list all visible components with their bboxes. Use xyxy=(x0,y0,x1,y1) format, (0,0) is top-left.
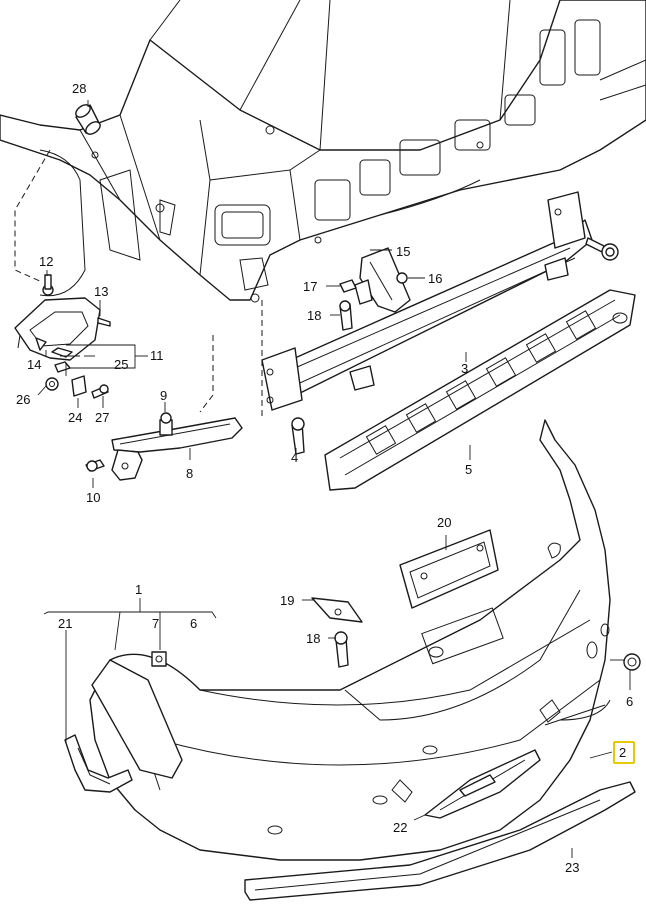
impact-beam-part-3 xyxy=(261,191,619,455)
label-18-upper[interactable]: 18 xyxy=(307,308,321,323)
diffuser-part-23 xyxy=(244,699,636,901)
side-guide-part-8 xyxy=(85,412,243,481)
bump-stop-part-28 xyxy=(75,104,101,135)
label-6-left[interactable]: 6 xyxy=(190,616,197,631)
label-1[interactable]: 1 xyxy=(135,582,142,597)
label-15[interactable]: 15 xyxy=(396,244,410,259)
center-bracket-part-15 xyxy=(339,247,411,331)
label-23[interactable]: 23 xyxy=(565,860,579,875)
clip-part-19 xyxy=(311,597,363,668)
insert-part-22 xyxy=(424,749,541,819)
left-cluster-fasteners xyxy=(45,375,109,399)
label-13[interactable]: 13 xyxy=(94,284,108,299)
label-27[interactable]: 27 xyxy=(95,410,109,425)
label-16[interactable]: 16 xyxy=(428,271,442,286)
label-17[interactable]: 17 xyxy=(303,279,317,294)
part-number-labels: 28 12 13 14 25 11 26 24 27 9 8 10 4 15 1… xyxy=(16,81,633,875)
bumper-cover-part-1 xyxy=(89,419,641,861)
label-28[interactable]: 28 xyxy=(72,81,86,96)
label-7[interactable]: 7 xyxy=(152,616,159,631)
label-25[interactable]: 25 xyxy=(114,357,128,372)
license-plate-holder-part-20 xyxy=(399,529,499,609)
assembly-line-12 xyxy=(14,149,51,283)
label-14[interactable]: 14 xyxy=(27,357,41,372)
selected-part-highlight[interactable] xyxy=(613,741,635,764)
label-22[interactable]: 22 xyxy=(393,820,407,835)
bumper-guide-bracket-left xyxy=(14,274,111,373)
label-21[interactable]: 21 xyxy=(58,616,72,631)
label-3[interactable]: 3 xyxy=(461,361,468,376)
label-11[interactable]: 11 xyxy=(150,348,164,363)
label-4[interactable]: 4 xyxy=(291,450,298,465)
rear-body-structure xyxy=(0,0,646,303)
label-9[interactable]: 9 xyxy=(160,388,167,403)
label-12[interactable]: 12 xyxy=(39,254,53,269)
label-6-right[interactable]: 6 xyxy=(626,694,633,709)
label-20[interactable]: 20 xyxy=(437,515,451,530)
label-18-lower[interactable]: 18 xyxy=(306,631,320,646)
label-26[interactable]: 26 xyxy=(16,392,30,407)
label-10[interactable]: 10 xyxy=(86,490,100,505)
energy-absorber-part-5 xyxy=(324,289,636,491)
clip-part-7 xyxy=(151,651,167,667)
assembly-line-8 xyxy=(199,335,214,413)
label-5[interactable]: 5 xyxy=(465,462,472,477)
label-24[interactable]: 24 xyxy=(68,410,82,425)
label-8[interactable]: 8 xyxy=(186,466,193,481)
label-2[interactable]: 2 xyxy=(619,745,626,760)
leader-lines xyxy=(37,100,631,858)
trim-strip-part-21 xyxy=(64,734,133,793)
label-19[interactable]: 19 xyxy=(280,593,294,608)
